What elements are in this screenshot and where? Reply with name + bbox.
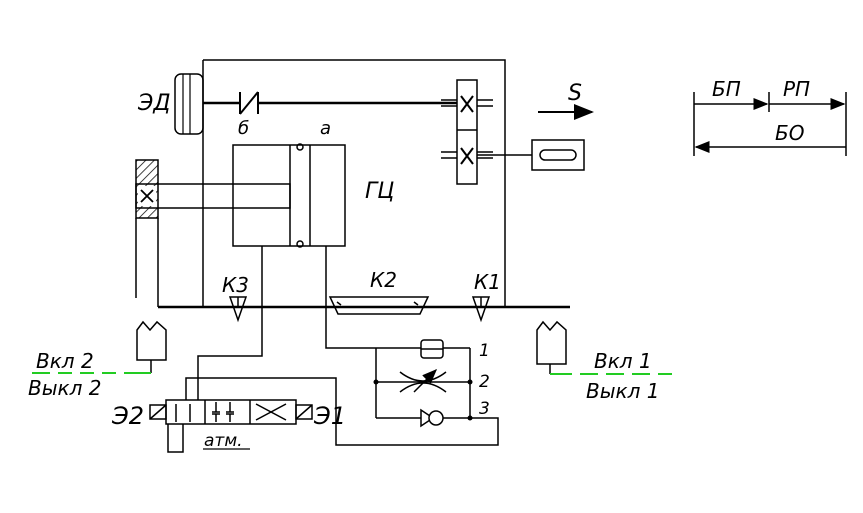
atm-label: атм. bbox=[204, 431, 243, 451]
solenoid-e1-label: Э1 bbox=[313, 402, 346, 430]
line-2-label: 2 bbox=[479, 372, 490, 392]
cam-k3-label: К3 bbox=[222, 273, 249, 297]
throttle-arc-lower bbox=[399, 382, 447, 393]
cylinder-label: ГЦ bbox=[365, 179, 394, 204]
rapid-approach-label: БП bbox=[712, 77, 741, 101]
gearbox bbox=[441, 79, 532, 185]
cycle-diagram bbox=[693, 92, 847, 156]
throttle bbox=[399, 371, 447, 382]
motor-label: ЭД bbox=[137, 91, 171, 116]
rapid-return-label: БО bbox=[775, 121, 804, 145]
cam-k1 bbox=[471, 296, 491, 323]
cam-k2 bbox=[328, 296, 430, 315]
feed-label: S bbox=[568, 81, 582, 106]
spindle-block bbox=[531, 139, 585, 171]
hydraulic-cylinder bbox=[232, 143, 346, 248]
limit-switch-1 bbox=[536, 320, 567, 374]
throttle-block bbox=[375, 339, 471, 419]
junction-dots bbox=[373, 379, 473, 421]
switch-on-1-label: Вкл 1 bbox=[594, 349, 652, 373]
throttle-adjust-arrow bbox=[413, 368, 438, 393]
line-3-label: 3 bbox=[479, 399, 490, 419]
hydraulic-lines bbox=[185, 246, 499, 446]
switch-on-2-label: Вкл 2 bbox=[36, 349, 94, 373]
fixed-support bbox=[135, 159, 159, 307]
directional-valve bbox=[149, 399, 313, 453]
cam-k3 bbox=[228, 296, 248, 323]
switch-off-2-label: Выкл 2 bbox=[28, 376, 101, 400]
overrunning-clutch bbox=[239, 91, 259, 115]
cam-k2-label: К2 bbox=[370, 268, 397, 292]
line-1-label: 1 bbox=[479, 341, 490, 361]
point-b-label: б bbox=[238, 118, 249, 139]
point-a-label: а bbox=[320, 118, 331, 139]
switch-off-1-label: Выкл 1 bbox=[586, 379, 659, 403]
piston-rod bbox=[135, 183, 291, 209]
working-feed-label: РП bbox=[783, 77, 810, 101]
cam-k1-label: К1 bbox=[474, 270, 501, 294]
motor bbox=[174, 73, 204, 135]
limit-switch-2 bbox=[136, 320, 167, 373]
check-valve bbox=[420, 408, 444, 428]
solenoid-e2-label: Э2 bbox=[111, 402, 144, 430]
